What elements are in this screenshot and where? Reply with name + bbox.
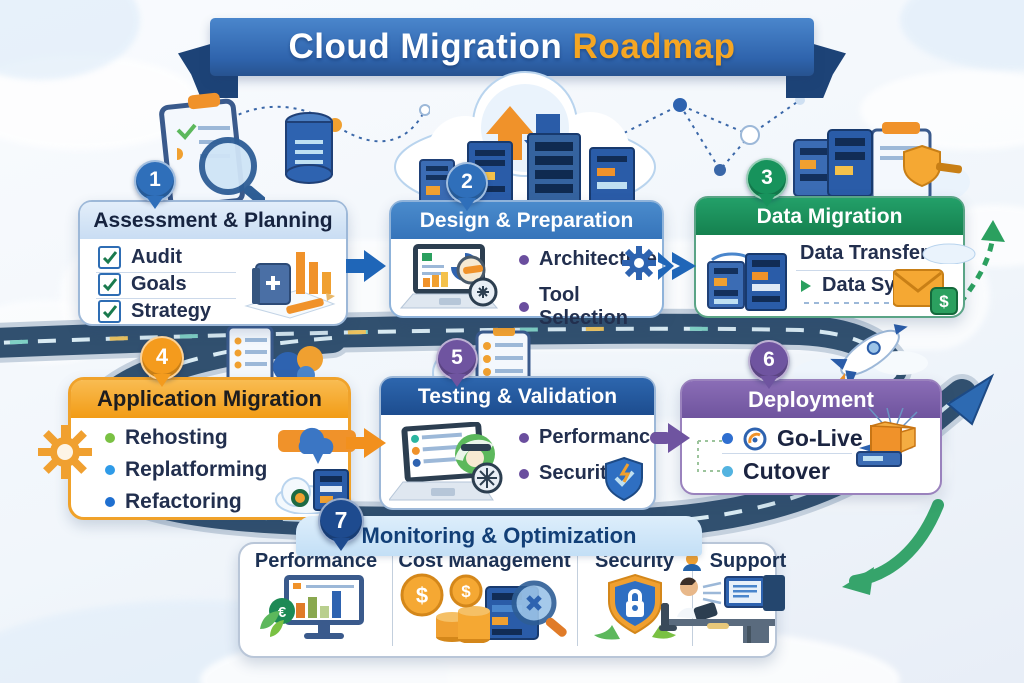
step-header: Data Migration — [696, 198, 963, 235]
cloud-datacenter-icon — [394, 71, 656, 212]
step-header: Application Migration — [71, 380, 348, 418]
page-title: Cloud Migration Roadmap — [288, 27, 736, 66]
network-dots-decoration — [609, 95, 805, 176]
bullet-icon — [105, 497, 115, 507]
gear-orange-icon — [38, 425, 92, 479]
bullet-icon — [519, 468, 529, 479]
step-box-assessment-planning: Assessment & Planning Audit Goals Strate… — [78, 200, 348, 326]
play-bullet-icon — [801, 279, 811, 292]
step-pin-6: 6 — [748, 340, 790, 382]
banner-ribbon: Cloud Migration Roadmap — [210, 18, 814, 76]
list-item: Data Transfer — [800, 242, 928, 264]
step-box-data-migration: Data Migration Data Transfer Data Sync $ — [694, 196, 976, 318]
step-pin-3: 3 — [746, 158, 788, 200]
step-header: Deployment — [682, 381, 940, 418]
list-item: Replatforming — [105, 458, 267, 482]
step-header: Design & Preparation — [391, 202, 662, 239]
database-icon — [285, 112, 333, 184]
column-label: Support — [681, 550, 786, 573]
title-banner: Cloud Migration Roadmap — [0, 0, 1024, 110]
checklist: Audit Goals Strategy — [98, 246, 211, 323]
step-pin-2: 2 — [446, 162, 488, 204]
list-item: Goals — [98, 273, 211, 296]
bullet-icon — [519, 302, 529, 312]
list-item: Security — [519, 462, 661, 485]
support-desk-icon — [658, 575, 785, 643]
gear-icon — [622, 246, 656, 280]
bullet-list: Performance Security — [519, 426, 661, 485]
list-item: Audit — [98, 246, 211, 269]
bullet-icon — [519, 254, 529, 265]
list-item: Go-Live — [722, 425, 863, 452]
server-shield-doc-icon — [793, 122, 970, 210]
column-divider — [392, 554, 393, 646]
column-support: Support — [658, 544, 786, 656]
step-pin-7: 7 — [318, 498, 364, 544]
step-pin-1: 1 — [134, 160, 176, 202]
svg-text:$: $ — [461, 582, 471, 601]
divider — [96, 272, 236, 273]
step-box-monitoring-optimization: Performance € Cost Management $ — [238, 542, 786, 658]
step-pin-5: 5 — [436, 338, 478, 380]
go-live-gauge-icon — [743, 427, 767, 450]
laptop-chart-icon — [399, 244, 499, 309]
bullet-icon — [722, 466, 733, 477]
step-header: Testing & Validation — [381, 378, 654, 415]
list-item: Rehosting — [105, 426, 267, 450]
dashed-line-decoration — [804, 302, 904, 304]
step-header: Assessment & Planning — [80, 202, 346, 239]
svg-text:$: $ — [415, 583, 427, 608]
shield-check-icon — [605, 456, 643, 502]
checkbox-icon — [98, 273, 121, 296]
arrow-step5-to-step6-icon — [650, 423, 690, 453]
green-dashed-arrow-icon — [958, 220, 1005, 305]
arrow-step1-to-step2-icon — [346, 250, 386, 282]
arrow-step2-to-step3-icon — [658, 252, 696, 280]
package-box-icon — [856, 408, 918, 467]
column-divider — [692, 554, 693, 646]
divider — [796, 270, 926, 271]
list-item: Strategy — [98, 300, 211, 323]
step-box-design-preparation: Design & Preparation Architecture Tool S… — [389, 200, 664, 329]
green-curved-arrow-icon — [842, 499, 944, 595]
step-box-testing-validation: Testing & Validation Performance Securi — [379, 376, 661, 510]
bullet-list: Go-Live Cutover — [722, 425, 863, 485]
monitor-chart-icon: € — [260, 575, 364, 639]
small-cloud-icon — [922, 243, 976, 264]
svg-text:$: $ — [939, 292, 949, 311]
server-stack-icon — [707, 252, 787, 311]
bullet-list: Rehosting Replatforming Refactoring — [105, 426, 267, 514]
bullet-icon — [722, 433, 733, 444]
step7-header-pill: Monitoring & Optimization — [296, 516, 702, 556]
divider — [96, 298, 236, 299]
svg-text:€: € — [278, 604, 287, 621]
page-title-accent: Roadmap — [572, 27, 736, 66]
book-chart-pencil-icon — [244, 252, 336, 319]
divider — [722, 453, 852, 454]
list-item: Performance — [519, 426, 661, 449]
arrow-step4-to-step5-icon — [346, 428, 386, 458]
list-item: Refactoring — [105, 490, 267, 514]
list-item: Tool Selection — [519, 284, 662, 330]
shield-lock-icon — [593, 573, 676, 640]
list-item: Cutover — [722, 458, 863, 485]
bullet-icon — [519, 432, 529, 443]
laptop-checklist-gauge-icon — [389, 422, 503, 501]
step-box-application-migration: Application Migration Rehosting Replatfo… — [68, 377, 356, 520]
notes-coins-icon — [226, 325, 323, 385]
step-header: Monitoring & Optimization — [361, 523, 637, 548]
coins-magnifier-icon: $ $ — [400, 573, 567, 643]
column-performance: Performance € — [240, 544, 392, 656]
column-divider — [577, 554, 578, 646]
checkbox-icon — [98, 246, 121, 269]
bullet-icon — [105, 465, 115, 475]
dotted-connector-decoration — [697, 440, 722, 472]
checkbox-icon — [98, 300, 121, 323]
envelope-dollar-icon: $ — [893, 269, 958, 315]
bullet-icon — [105, 433, 115, 443]
column-cost-management: Cost Management $ $ — [392, 544, 577, 656]
step-pin-4: 4 — [140, 336, 184, 380]
clipboard-magnifier-icon — [159, 92, 265, 210]
